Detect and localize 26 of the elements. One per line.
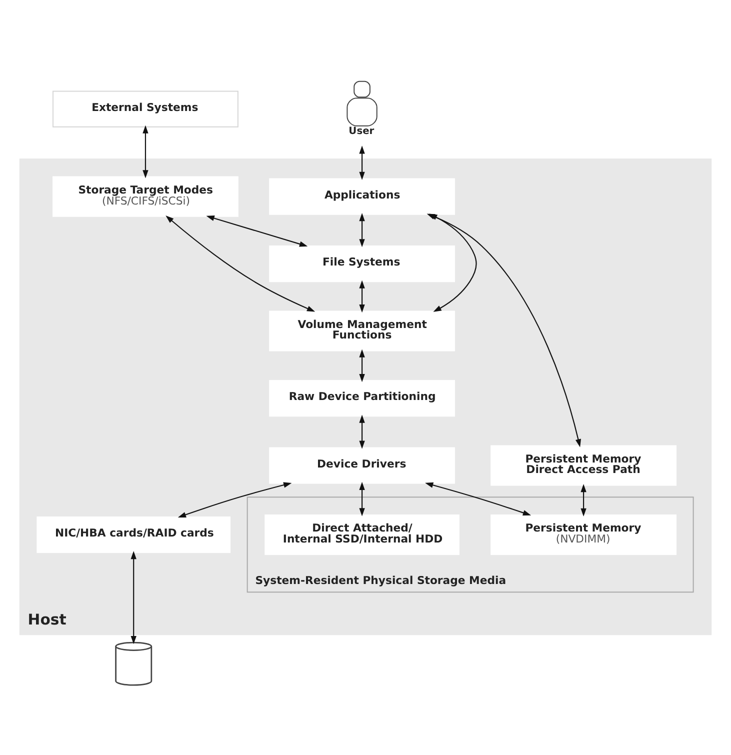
node-box: External Systems	[52, 90, 238, 127]
node-box: Persistent Memory Direct Access Path	[490, 444, 676, 486]
arrow	[359, 212, 365, 247]
node-box: Direct Attached/ Internal SSD/Internal HDD	[264, 514, 460, 554]
arrow	[580, 483, 586, 516]
node-box: Applications	[269, 178, 455, 214]
arrow	[425, 482, 532, 515]
node-box: File Systems	[269, 245, 455, 282]
node-box: NIC/HBA cards/RAID cards	[36, 516, 231, 553]
arrow	[206, 214, 308, 246]
node-box: Storage Target Modes (NFS/CIFS/iSCSi)	[52, 176, 238, 216]
arrow	[359, 348, 365, 382]
node-box: Device Drivers	[269, 446, 455, 484]
node-box: Volume Management Functions	[269, 310, 455, 351]
arrow	[359, 145, 365, 180]
arrow	[359, 481, 365, 516]
node-box: Persistent Memory (NVDIMM)	[490, 514, 676, 554]
arrow	[166, 214, 316, 312]
arrow	[178, 482, 292, 517]
arrow	[142, 124, 148, 178]
arrow	[359, 280, 365, 312]
node-box: Raw Device Partitioning	[269, 379, 455, 416]
arrow	[130, 550, 136, 644]
arrow	[359, 414, 365, 448]
arrow	[429, 213, 477, 312]
node-label: User	[348, 125, 374, 136]
